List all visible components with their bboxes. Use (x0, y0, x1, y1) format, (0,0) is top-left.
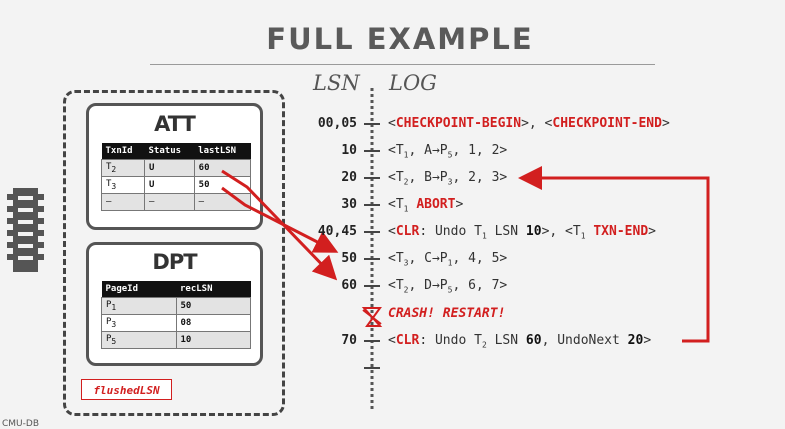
flushed-lsn-label: flushedLSN (81, 379, 172, 400)
lsn-value: 70 (341, 333, 357, 348)
att-status-cell: – (144, 193, 195, 211)
lsn-value: 10 (341, 143, 357, 158)
log-record-70: <CLR: Undo T2 LSN 60, UndoNext 20> (388, 333, 652, 350)
dpt-col-pageid: PageId (101, 281, 176, 298)
footer-label: CMU-DB (2, 419, 39, 429)
att-t3-lastlsn-arrow (221, 186, 339, 253)
lsn-value: 00,05 (317, 116, 357, 131)
log-record-20: <T2, B→P3, 2, 3> (388, 170, 508, 187)
att-table: TxnId Status lastLSN T2 U 60 T3 U 50 – –… (100, 143, 252, 211)
lsn-value: 50 (341, 251, 357, 266)
crash-marker-icon (361, 307, 383, 327)
crash-restart-label: CRASH! RESTART! (388, 306, 506, 321)
lsn-value: 20 (341, 170, 357, 185)
log-record-50: <T3, C→P1, 4, 5> (388, 251, 508, 268)
dpt-header-row: PageId recLSN (101, 281, 251, 298)
dpt-pageid-cell: P5 (101, 331, 177, 349)
att-txnid-cell: – (100, 193, 146, 211)
lsn-header: LSN (313, 71, 360, 95)
dpt-panel: DPT PageId recLSN P1 50 P3 08 P5 10 (86, 242, 263, 366)
log-record-60: <T2, D→P5, 6, 7> (388, 278, 508, 295)
log-record-40-45: <CLR: Undo T1 LSN 10>, <T1 TXN-END> (388, 224, 656, 241)
log-record-10: <T1, A→P5, 1, 2> (388, 143, 508, 160)
table-row: P5 10 (101, 331, 251, 349)
dpt-reclsn-cell: 50 (175, 297, 251, 315)
att-panel: ATT TxnId Status lastLSN T2 U 60 T3 U 50… (86, 103, 263, 230)
lsn-value: 30 (341, 197, 357, 212)
att-col-lastlsn: lastLSN (194, 143, 251, 160)
title-divider (150, 64, 655, 65)
memory-chip-icon (7, 188, 44, 272)
att-t2-lastlsn-arrow (221, 169, 338, 281)
timeline-ticks (364, 123, 380, 369)
dpt-reclsn-cell: 10 (175, 331, 251, 349)
lsn-value: 40,45 (317, 224, 357, 239)
log-header: LOG (389, 71, 437, 95)
att-txnid-cell: T2 (100, 159, 146, 177)
dpt-table: PageId recLSN P1 50 P3 08 P5 10 (101, 281, 251, 349)
att-col-status: Status (144, 143, 195, 160)
log-record-30: <T1 ABORT> (388, 197, 464, 214)
dpt-title: DPT (152, 250, 197, 274)
att-header-row: TxnId Status lastLSN (101, 143, 251, 160)
att-title: ATT (154, 112, 196, 136)
lsn-value: 60 (341, 278, 357, 293)
dpt-col-reclsn: recLSN (176, 281, 251, 298)
att-col-txnid: TxnId (101, 143, 145, 160)
log-record-checkpoint: <CHECKPOINT-BEGIN>, <CHECKPOINT-END> (388, 116, 670, 131)
slide-title: FULL EXAMPLE (266, 22, 534, 56)
memory-box (63, 90, 285, 416)
undonext-arrow (518, 166, 710, 343)
